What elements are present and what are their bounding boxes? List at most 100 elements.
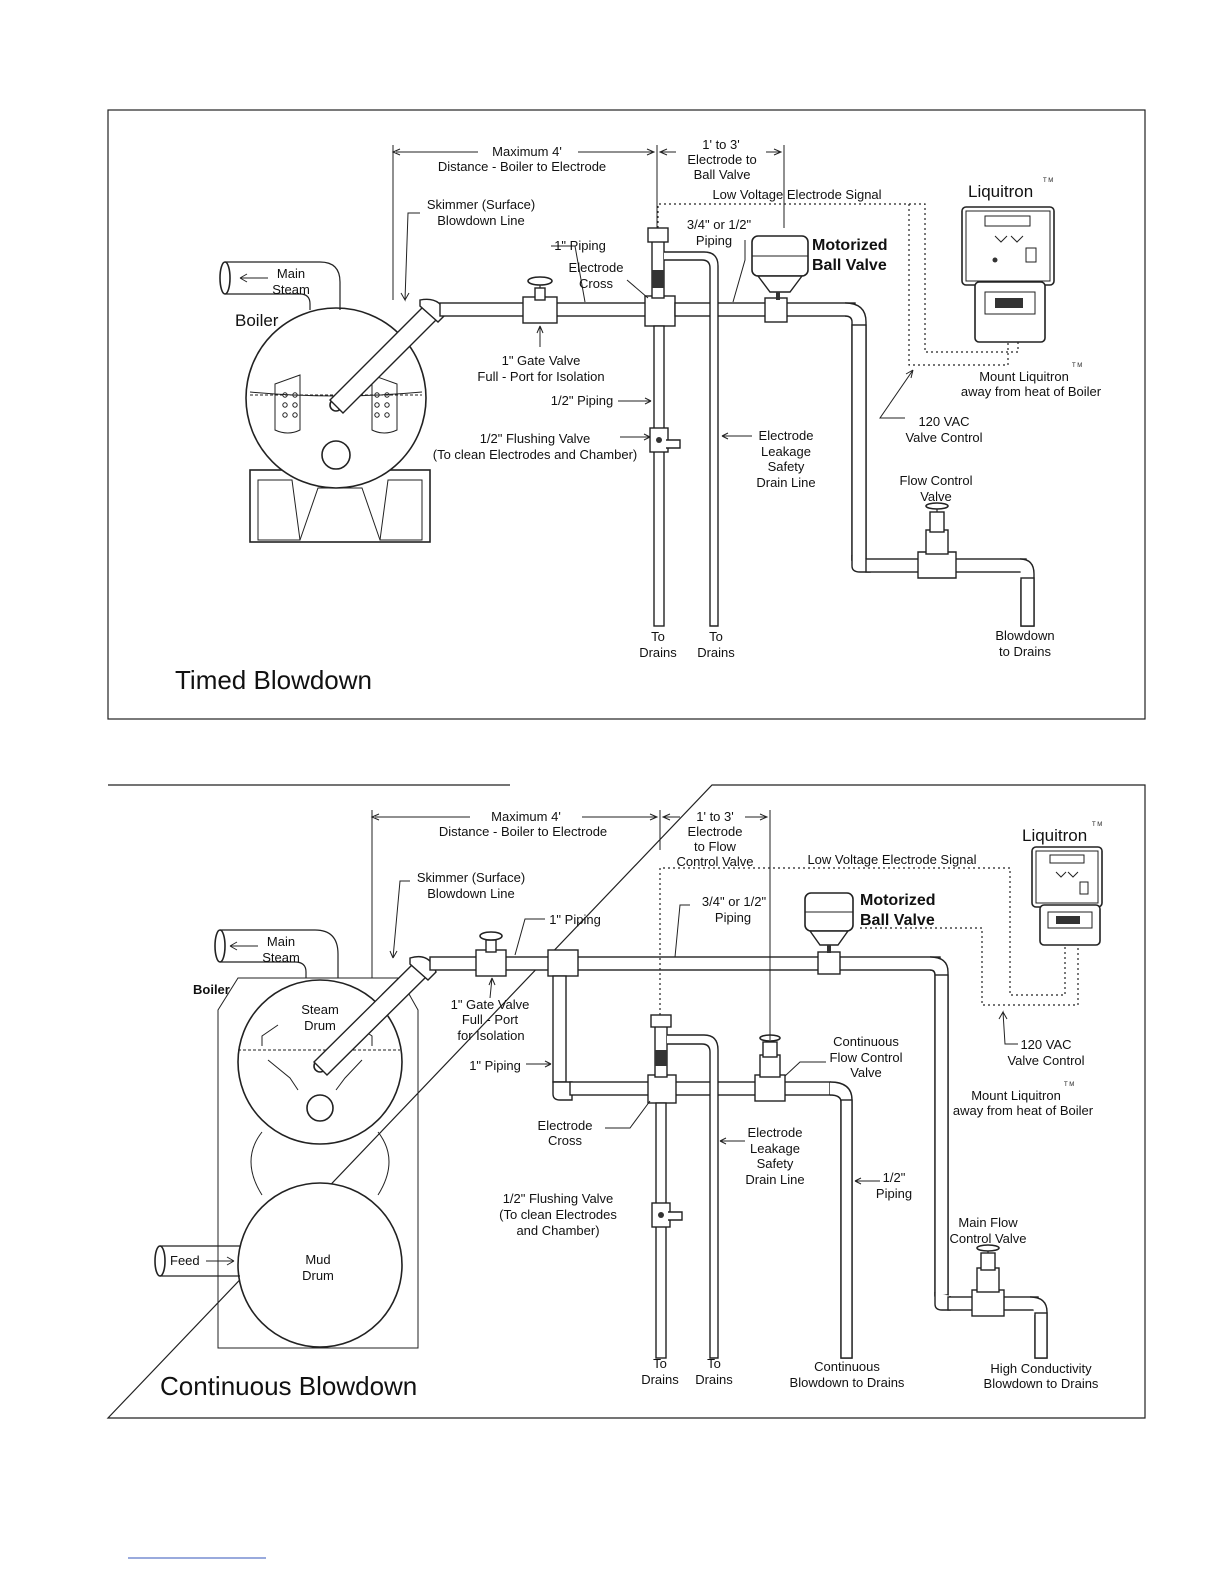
timed-skimmer-1: Skimmer (Surface) <box>427 197 535 212</box>
timed-flow-control-1: Flow Control <box>900 473 973 488</box>
continuous-gate-valve-2: Full - Port <box>462 1012 519 1027</box>
continuous-steam-drum-1: Steam <box>301 1002 339 1017</box>
timed-to-drains-2a: To <box>709 629 723 644</box>
continuous-motorized-1: Motorized <box>860 892 936 909</box>
continuous-mount-tm: T M <box>1064 1082 1074 1088</box>
timed-leakage-4: Drain Line <box>756 475 815 490</box>
timed-main-steam-1: Main <box>277 266 305 281</box>
timed-mount-2: away from heat of Boiler <box>961 384 1102 399</box>
timed-gate-valve-1: 1" Gate Valve <box>502 353 581 368</box>
timed-electrode-ball-1: 1' to 3' <box>702 137 740 152</box>
timed-blowdown-diagram: Timed Blowdown Liquitron T M Maximum 4' … <box>107 109 1146 720</box>
timed-low-voltage: Low Voltage Electrode Signal <box>712 187 881 202</box>
continuous-to-drains-1b: Drains <box>641 1372 679 1387</box>
continuous-motorized-2: Ball Valve <box>860 912 935 929</box>
timed-title: Timed Blowdown <box>175 665 372 695</box>
continuous-max-distance-1: Maximum 4' <box>491 809 561 824</box>
continuous-feed: Feed <box>170 1253 200 1268</box>
timed-electrode-ball-2: Electrode to <box>687 152 756 167</box>
timed-half-inch-pipe <box>653 325 665 627</box>
timed-one-inch-piping: 1" Piping <box>554 238 606 253</box>
timed-blowdown-1: Blowdown <box>995 628 1054 643</box>
timed-liquitron-controller <box>961 206 1055 343</box>
timed-max-distance-2: Distance - Boiler to Electrode <box>438 159 606 174</box>
continuous-fc-2: Flow Control <box>830 1050 903 1065</box>
timed-gate-valve <box>522 276 558 324</box>
timed-skimmer-2: Blowdown Line <box>437 213 524 228</box>
continuous-fc-3: Valve <box>850 1065 882 1080</box>
continuous-high-cond-1: High Conductivity <box>990 1361 1092 1376</box>
timed-flushing-2: (To clean Electrodes and Chamber) <box>433 447 638 462</box>
continuous-to-drains-2a: To <box>707 1356 721 1371</box>
continuous-gate-valve-1: 1" Gate Valve <box>451 997 530 1012</box>
continuous-electrode-flow-2: Electrode <box>688 824 743 839</box>
continuous-boiler-label: Boiler <box>193 982 230 997</box>
continuous-flushing-2: (To clean Electrodes <box>499 1207 617 1222</box>
timed-flow-control-valve <box>917 502 957 579</box>
timed-half-piping: 1/2" Piping <box>551 393 613 408</box>
timed-motorized-1: Motorized <box>812 237 888 254</box>
continuous-boiler <box>154 929 437 1349</box>
continuous-leakage-2: Leakage <box>750 1141 800 1156</box>
continuous-cont-blowdown-1: Continuous <box>814 1359 880 1374</box>
timed-blowdown-2: to Drains <box>999 644 1052 659</box>
continuous-cont-blowdown-2: Blowdown to Drains <box>790 1375 905 1390</box>
timed-motorized-2: Ball Valve <box>812 257 887 274</box>
timed-leakage-3: Safety <box>768 459 805 474</box>
continuous-one-inch-piping-mid: 1" Piping <box>469 1058 521 1073</box>
continuous-mud-drum-1: Mud <box>305 1252 330 1267</box>
continuous-leakage-3: Safety <box>757 1156 794 1171</box>
continuous-to-drains-2b: Drains <box>695 1372 733 1387</box>
continuous-leakage-4: Drain Line <box>745 1172 804 1187</box>
continuous-main-flow-valve <box>971 1244 1005 1317</box>
continuous-mount-1: Mount Liquitron <box>971 1088 1061 1103</box>
timed-flushing-1: 1/2" Flushing Valve <box>480 431 591 446</box>
timed-vac-2: Valve Control <box>905 430 982 445</box>
timed-main-steam-2: Steam <box>272 282 310 297</box>
timed-liquitron-label: Liquitron <box>968 182 1033 201</box>
continuous-electrode-cross-1: Electrode <box>538 1118 593 1133</box>
timed-electrode-cross-1: Electrode <box>569 260 624 275</box>
continuous-tm-mark: T M <box>1092 822 1102 828</box>
timed-flow-control-2: Valve <box>920 489 952 504</box>
timed-gate-valve-2: Full - Port for Isolation <box>477 369 604 384</box>
timed-mount-tm: T M <box>1072 363 1082 369</box>
continuous-electrode-flow-4: Control Valve <box>676 854 753 869</box>
continuous-liquitron-controller <box>1031 846 1103 946</box>
continuous-electrode-flow-3: to Flow <box>694 839 737 854</box>
continuous-piping-34-2: Piping <box>715 910 751 925</box>
continuous-leakage-1: Electrode <box>748 1125 803 1140</box>
timed-frame <box>107 109 1146 720</box>
continuous-vac-2: Valve Control <box>1007 1053 1084 1068</box>
continuous-main-flow-1: Main Flow <box>958 1215 1018 1230</box>
continuous-electrode-flow-1: 1' to 3' <box>696 809 734 824</box>
continuous-flushing-3: and Chamber) <box>516 1223 599 1238</box>
timed-max-distance-1: Maximum 4' <box>492 144 562 159</box>
continuous-gate-valve-3: for Isolation <box>457 1028 524 1043</box>
continuous-half-piping-1: 1/2" <box>883 1170 906 1185</box>
continuous-skimmer-2: Blowdown Line <box>427 886 514 901</box>
continuous-piping-34-1: 3/4" or 1/2" <box>702 894 767 909</box>
timed-to-drains-1a: To <box>651 629 665 644</box>
continuous-liquitron-label: Liquitron <box>1022 826 1087 845</box>
timed-leakage-drain <box>664 251 719 627</box>
timed-leakage-2: Leakage <box>761 444 811 459</box>
continuous-flushing-valve <box>651 1202 683 1228</box>
continuous-motorized-ball-valve <box>804 892 854 975</box>
continuous-mud-drum-2: Drum <box>302 1268 334 1283</box>
timed-to-drains-2b: Drains <box>697 645 735 660</box>
timed-flushing-valve <box>649 427 681 453</box>
continuous-mount-2: away from heat of Boiler <box>953 1103 1094 1118</box>
continuous-main-flow-2: Control Valve <box>949 1231 1026 1246</box>
timed-electrode-cross <box>644 227 676 327</box>
continuous-half-piping-2: Piping <box>876 1186 912 1201</box>
continuous-gate-valve <box>475 931 507 977</box>
timed-vac-1: 120 VAC <box>918 414 969 429</box>
timed-mount-1: Mount Liquitron <box>979 369 1069 384</box>
continuous-electrode-cross-2: Cross <box>548 1133 582 1148</box>
continuous-main-steam-2: Steam <box>262 950 300 965</box>
timed-piping-34-1: 3/4" or 1/2" <box>687 217 752 232</box>
continuous-flushing-1: 1/2" Flushing Valve <box>503 1191 614 1206</box>
timed-boiler-label: Boiler <box>235 311 279 330</box>
